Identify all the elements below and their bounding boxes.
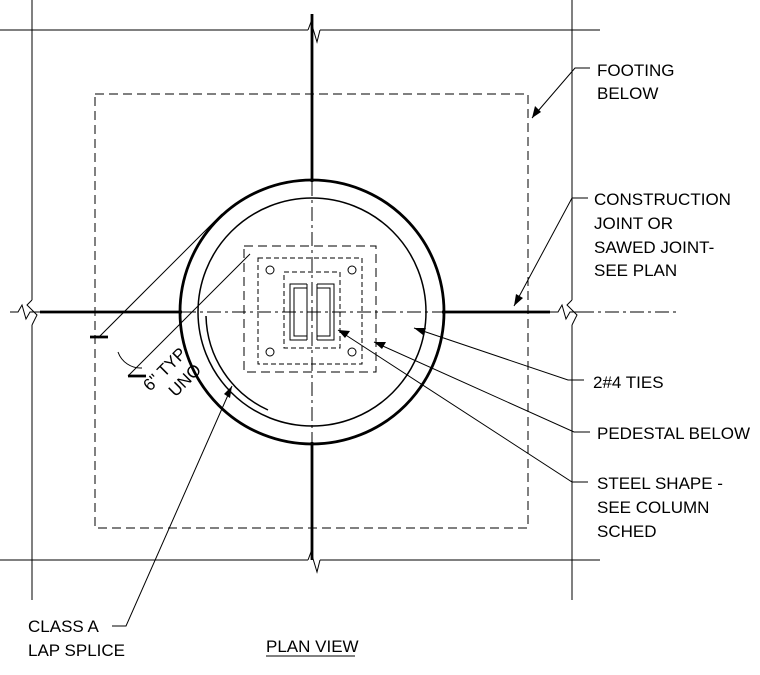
svg-text:CONSTRUCTION: CONSTRUCTION [594,190,731,209]
break-symbols [10,20,580,574]
steel-shape [289,283,335,341]
svg-text:SCHED: SCHED [597,522,657,541]
tie-outline [257,257,363,365]
pedestal-below-outline [243,245,377,373]
lap-splice-bar [205,315,269,411]
callout-construction-joint: CONSTRUCTION JOINT OR SAWED JOINT- SEE P… [594,190,731,280]
dimension-text: 6" TYP UNO [139,344,205,401]
svg-text:SEE COLUMN: SEE COLUMN [597,498,709,517]
pedestal-inner-circle [197,197,427,427]
pedestal-outer-circle [178,178,446,446]
slab-outline [0,0,600,600]
svg-text:SAWED JOINT-: SAWED JOINT- [594,238,714,257]
leader-lines [90,67,590,627]
construction-joint [40,14,680,560]
callout-steel-shape: STEEL SHAPE - SEE COLUMN SCHED [597,474,723,541]
callout-pedestal: PEDESTAL BELOW [597,424,750,443]
svg-text:BELOW: BELOW [597,84,658,103]
callout-footing: FOOTING BELOW [597,61,674,103]
base-plate-outline [283,271,341,349]
svg-text:SEE PLAN: SEE PLAN [594,261,677,280]
svg-text:JOINT OR: JOINT OR [594,214,673,233]
svg-text:FOOTING: FOOTING [597,61,674,80]
svg-text:LAP SPLICE: LAP SPLICE [28,641,125,660]
svg-text:CLASS A: CLASS A [28,617,100,636]
anchor-bolts [265,265,357,357]
callout-ties: 2#4 TIES [593,373,664,392]
svg-text:STEEL SHAPE -: STEEL SHAPE - [597,474,723,493]
drawing-title: PLAN VIEW [266,637,359,656]
callout-lap-splice: CLASS A LAP SPLICE [28,617,125,660]
